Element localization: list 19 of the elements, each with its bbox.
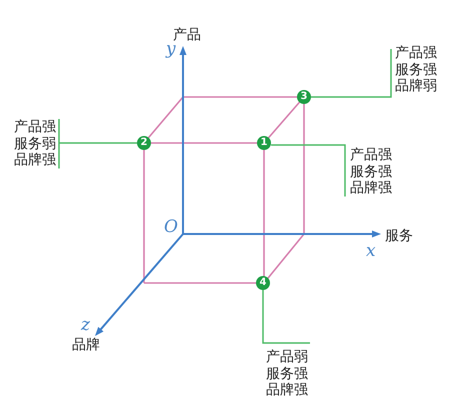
axis-letter: x	[366, 243, 376, 260]
leader-line	[271, 144, 346, 196]
axis-title: 产品	[173, 28, 201, 42]
callout-number: 2	[137, 136, 151, 150]
callout-number: 4	[256, 276, 270, 290]
origin-label: O	[164, 219, 178, 236]
axis-letter: z	[81, 317, 90, 334]
callout-number: 3	[297, 90, 311, 104]
annotation-text: 产品强服务弱品牌强	[14, 119, 58, 168]
leader-line	[58, 118, 138, 170]
axis-title: 品牌	[72, 338, 100, 352]
axis-letter: y	[166, 41, 176, 58]
annotation-text: 产品强服务强品牌强	[350, 147, 394, 196]
axis-title: 服务	[385, 229, 413, 243]
annotation-text: 产品弱服务强品牌强	[266, 349, 310, 398]
callout-number: 1	[257, 136, 271, 150]
leader-line	[262, 290, 310, 344]
annotation-text: 产品强服务强品牌弱	[395, 45, 439, 94]
leader-line	[311, 49, 392, 98]
